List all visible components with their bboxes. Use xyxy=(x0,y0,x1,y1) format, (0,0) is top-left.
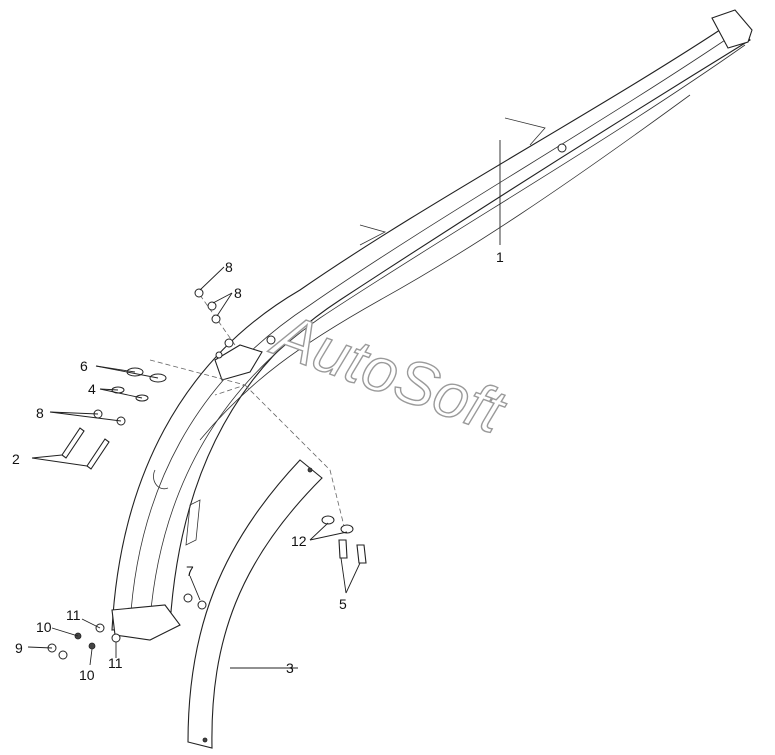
callout-4: 4 xyxy=(88,381,96,397)
assembly-lines xyxy=(149,294,346,531)
callout-labels: 1 2 3 4 5 6 7 8 8 8 9 10 10 11 11 12 xyxy=(12,249,504,683)
callout-5: 5 xyxy=(339,596,347,612)
hardware-right-group xyxy=(321,515,367,564)
part-1-curved-beam xyxy=(111,9,753,641)
callout-11-top: 11 xyxy=(66,607,81,623)
callout-7: 7 xyxy=(186,563,194,579)
callout-3: 3 xyxy=(286,660,294,676)
callout-6: 6 xyxy=(80,358,88,374)
part-3-curved-strip xyxy=(187,459,323,749)
callout-9: 9 xyxy=(15,640,23,656)
callout-12: 12 xyxy=(291,533,307,549)
callout-2: 2 xyxy=(12,451,20,467)
callout-10-bottom: 10 xyxy=(79,667,95,683)
callout-8-mid: 8 xyxy=(234,285,242,301)
leader-lines xyxy=(27,140,501,669)
callout-1: 1 xyxy=(496,249,504,265)
hardware-bolt-7 xyxy=(183,593,207,610)
hardware-nuts-top xyxy=(194,288,234,359)
watermark: AutoSoft xyxy=(262,299,515,447)
callout-8-top: 8 xyxy=(225,259,233,275)
callout-8-left: 8 xyxy=(36,405,44,421)
callout-10-top: 10 xyxy=(36,619,52,635)
hardware-left-group xyxy=(61,367,167,470)
hardware-bottom-group xyxy=(47,623,121,660)
callout-11-bottom: 11 xyxy=(108,655,123,671)
